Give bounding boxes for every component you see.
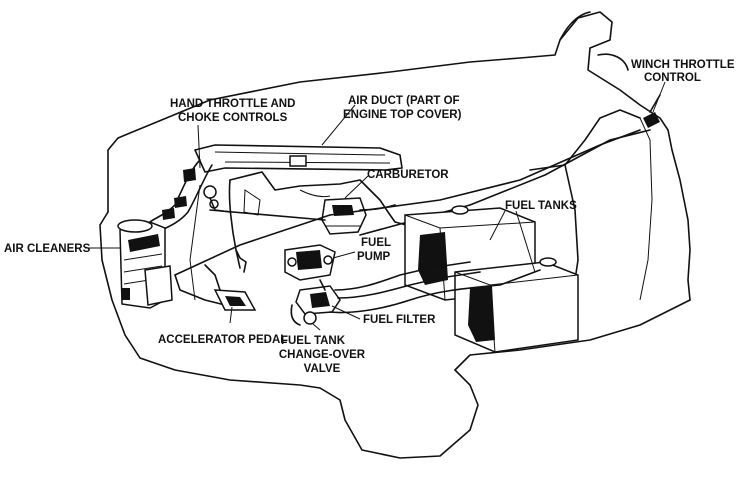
hand-throttle-controls [189,184,231,301]
label-fuel-filter: FUEL FILTER [363,314,436,326]
label-fuel-pump-line-2: PUMP [357,251,391,263]
label-accelerator-pedal: ACCELERATOR PEDAL [158,334,287,346]
label-hand-throttle: HAND THROTTLE AND CHOKE CONTROLS [170,98,295,124]
label-winch-line-2: CONTROL [644,72,701,84]
fuel-pump [284,244,336,281]
label-carburetor: CARBURETOR [367,169,449,181]
air-duct [194,144,403,173]
label-valve-line-3: VALVE [304,363,341,375]
label-hand-throttle-line-1: HAND THROTTLE AND [170,98,295,110]
fuel-lines [319,261,541,314]
label-fuel-tanks: FUEL TANKS [505,200,577,212]
label-winch-line-1: WINCH THROTTLE [631,59,735,71]
label-air-duct: AIR DUCT (PART OF ENGINE TOP COVER) [343,95,462,121]
label-air-cleaners: AIR CLEANERS [4,243,91,255]
air-cleaners [117,219,173,309]
fuel-tank-lower [454,257,579,353]
label-fuel-pump-line-1: FUEL [361,237,391,249]
changeover-valve [290,304,317,326]
engine-block [149,159,411,273]
label-valve-line-2: CHANGE-OVER [279,349,366,361]
label-air-duct-line-2: ENGINE TOP COVER) [343,109,462,121]
accelerator-pedal [204,264,257,311]
label-winch-throttle-control: WINCH THROTTLE CONTROL [631,59,735,84]
label-fuel-pump: FUEL PUMP [357,237,391,263]
label-air-duct-line-1: AIR DUCT (PART OF [348,95,460,107]
vehicle-hull-outline [99,11,691,459]
label-changeover-valve: FUEL TANK CHANGE-OVER VALVE [279,335,366,375]
leader-lines [85,81,666,331]
label-hand-throttle-line-2: CHOKE CONTROLS [178,112,288,124]
fuel-filter [295,285,341,315]
label-valve-line-1: FUEL TANK [281,335,346,347]
